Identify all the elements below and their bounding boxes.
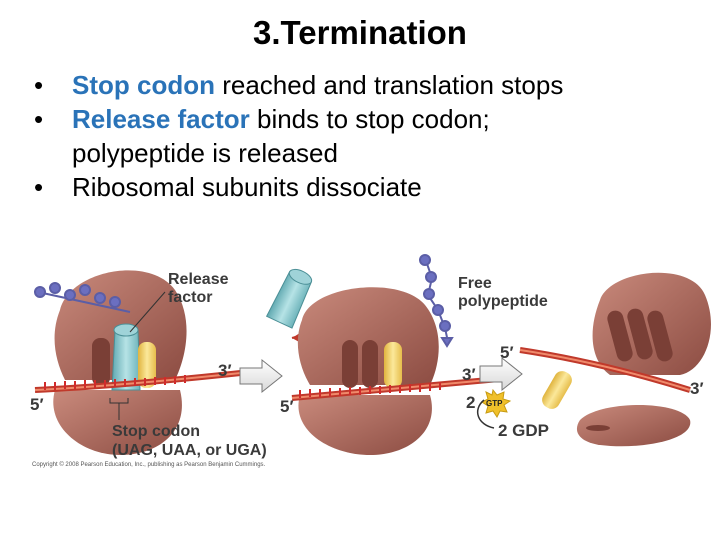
stop-codon-detail: (UAG, UAA, or UGA) [112, 442, 267, 459]
polypeptide-chain-1 [34, 282, 131, 313]
copyright-notice: Copyright © 2008 Pearson Education, Inc.… [32, 462, 266, 468]
trna-released [542, 371, 572, 409]
release-factor-label: factor [168, 289, 212, 306]
three-prime-label: 3′ [462, 365, 476, 384]
gtp-label: GTP [486, 399, 503, 408]
bullet-highlight: Release factor [72, 104, 250, 134]
bullet-list: Stop codon reached and translation stops… [30, 68, 710, 204]
free-polypeptide-label: Free [458, 275, 492, 292]
small-subunit-dissociated [576, 405, 691, 447]
release-factor-free [265, 268, 313, 329]
gtp-hydrolysis-arrow [476, 399, 495, 429]
mrna-strand-3 [519, 347, 691, 393]
mrna-strand-1 [34, 369, 251, 393]
bullet-text-continued: polypeptide is released [72, 138, 338, 168]
release-factor-bound [111, 323, 141, 391]
five-prime-label: 5′ [500, 343, 514, 362]
slide-title: 3.Termination [253, 14, 467, 51]
codon-ticks-1 [44, 375, 186, 390]
stop-codon-bracket [109, 398, 129, 420]
five-prime-label: 5′ [280, 397, 294, 416]
codon-ticks-2 [299, 382, 441, 398]
three-prime-label: 3′ [690, 379, 704, 398]
five-prime-label: 5′ [30, 395, 44, 414]
bullet-text: binds to stop codon; [249, 104, 490, 134]
bullet-release-factor: Release factor binds to stop codon; polyp… [30, 102, 710, 170]
trna-p-site-2 [384, 342, 402, 388]
three-prime-label: 3′ [218, 361, 232, 380]
free-polypeptide [419, 254, 454, 348]
bullet-highlight: Stop codon [72, 70, 215, 100]
bullet-stop-codon: Stop codon reached and translation stops [30, 68, 710, 102]
gtp-count: 2 [466, 393, 475, 412]
bullet-text: reached and translation stops [214, 70, 564, 100]
bullet-ribosome-dissociate: Ribosomal subunits dissociate [30, 170, 710, 204]
step-arrow-1 [239, 358, 283, 394]
termination-diagram: Release factor 3′ 5′ Stop codon (UAG, UA… [30, 254, 711, 459]
small-subunit-groove [586, 425, 610, 431]
large-subunit-dissociated [592, 272, 711, 375]
stop-codon-label: Stop codon [112, 423, 200, 440]
release-factor-label: Release [168, 271, 229, 288]
step-arrow-2 [479, 356, 523, 392]
release-factor-pointer [129, 291, 166, 333]
free-polypeptide-label: polypeptide [458, 293, 548, 310]
bullet-text: Ribosomal subunits dissociate [72, 172, 422, 202]
panel-2-ribosome [297, 287, 439, 455]
gdp-label: 2 GDP [498, 421, 549, 440]
gtp-burst-icon [481, 388, 512, 418]
trna-p-site [138, 342, 156, 388]
